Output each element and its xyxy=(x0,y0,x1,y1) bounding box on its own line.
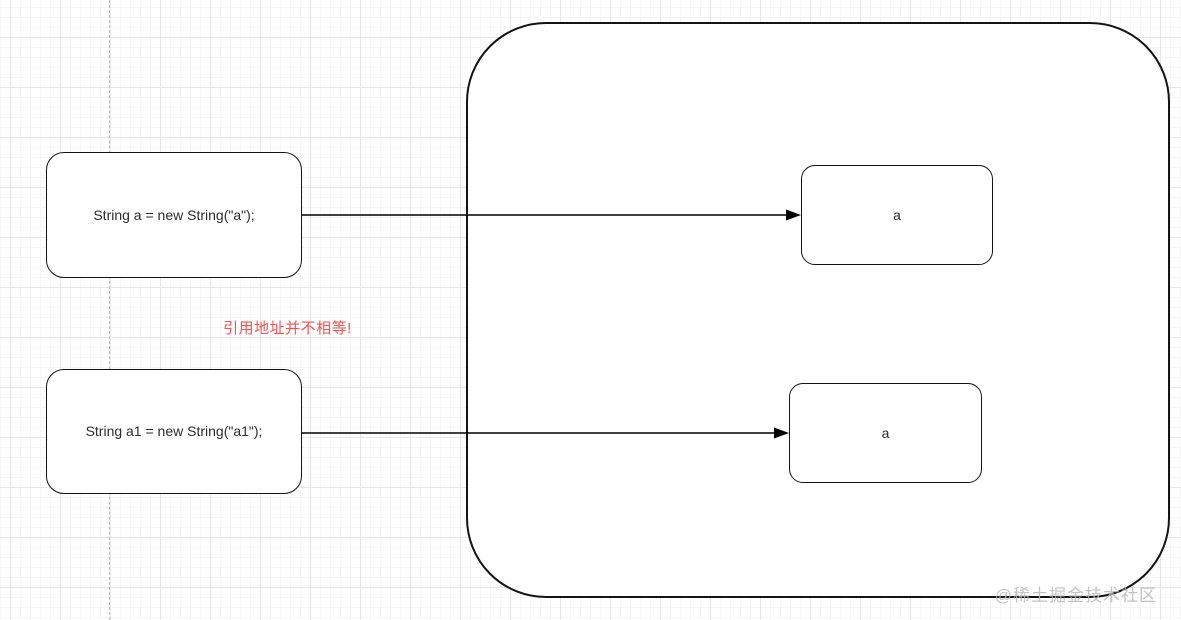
annotation-addresses-not-equal: 引用地址并不相等! xyxy=(223,320,352,337)
heap-object-box-2-label: a xyxy=(881,424,890,441)
heap-object-box-1-label: a xyxy=(893,206,901,223)
watermark-juejin-community: @稀土掘金技术社区 xyxy=(994,586,1157,605)
code-box-string-a1-label: String a1 = new String("a1"); xyxy=(85,423,263,440)
heap-region-container xyxy=(466,22,1170,598)
page-boundary-dashed-line xyxy=(109,0,110,620)
code-box-string-a: String a = new String("a"); xyxy=(46,152,302,278)
heap-object-box-1: a xyxy=(801,165,993,265)
code-box-string-a1: String a1 = new String("a1"); xyxy=(46,369,302,494)
heap-object-box-2: a xyxy=(789,383,982,483)
code-box-string-a-label: String a = new String("a"); xyxy=(93,206,255,223)
